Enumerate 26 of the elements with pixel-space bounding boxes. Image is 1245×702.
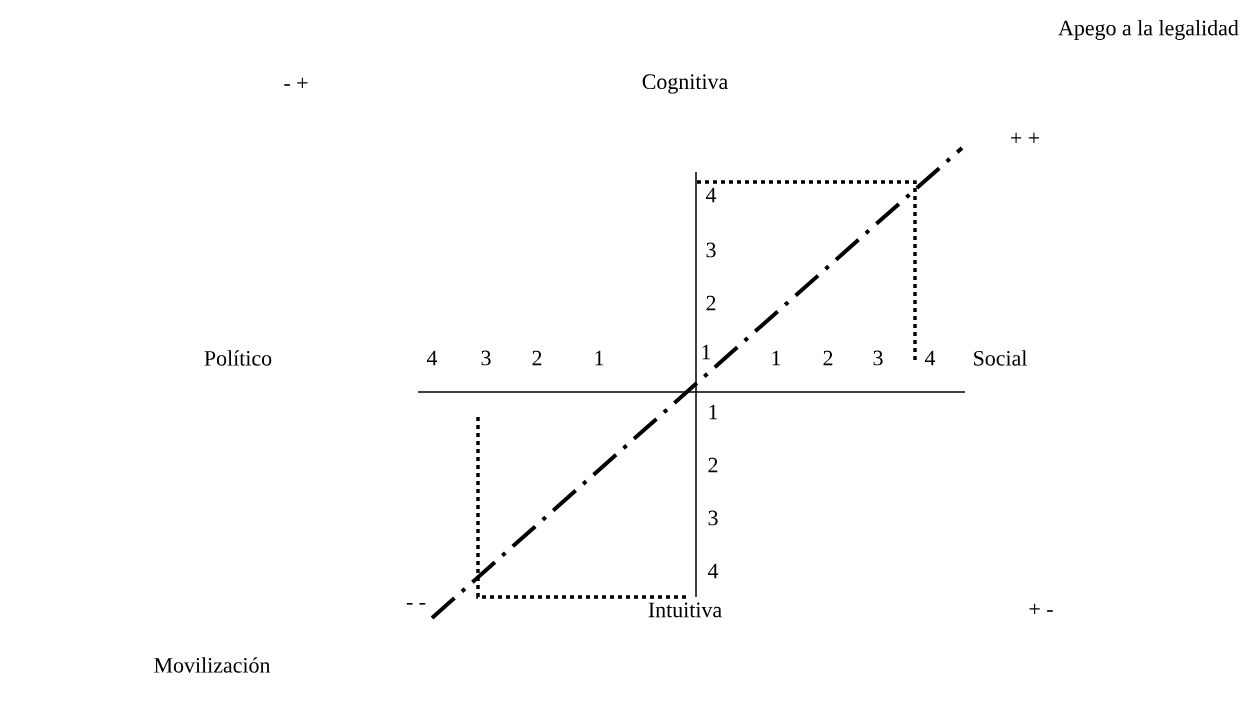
axis-label: 4 <box>425 349 439 367</box>
axis-label: 1 <box>592 349 606 367</box>
axis-label: Cognitiva <box>640 73 730 95</box>
axis-label: - + <box>282 76 310 92</box>
axis-label: + - <box>1027 602 1055 618</box>
axis-label: 4 <box>923 349 937 367</box>
axis-label: 1 <box>706 403 720 421</box>
axis-label: 2 <box>821 349 835 367</box>
axis-label: 3 <box>706 509 720 527</box>
axis-label: Movilización <box>152 656 272 674</box>
axis-label: Político <box>202 349 274 367</box>
axis-label: 2 <box>704 294 718 312</box>
axis-label: 4 <box>706 562 720 580</box>
axis-label: + + <box>1008 131 1042 147</box>
axis-label: 1 <box>699 343 713 361</box>
axis-label: 1 <box>769 349 783 367</box>
axis-label: 3 <box>704 241 718 259</box>
axis-label: Apego a la legalidad <box>1057 19 1240 41</box>
axis-label: 3 <box>479 349 493 367</box>
axis-label: Intuitiva <box>646 601 724 619</box>
axis-label: Social <box>971 349 1029 367</box>
axis-label: 3 <box>871 349 885 367</box>
axis-label: 2 <box>530 349 544 367</box>
axis-label: 4 <box>704 186 718 204</box>
axis-label: 2 <box>706 456 720 474</box>
axis-label: - - <box>404 602 428 610</box>
